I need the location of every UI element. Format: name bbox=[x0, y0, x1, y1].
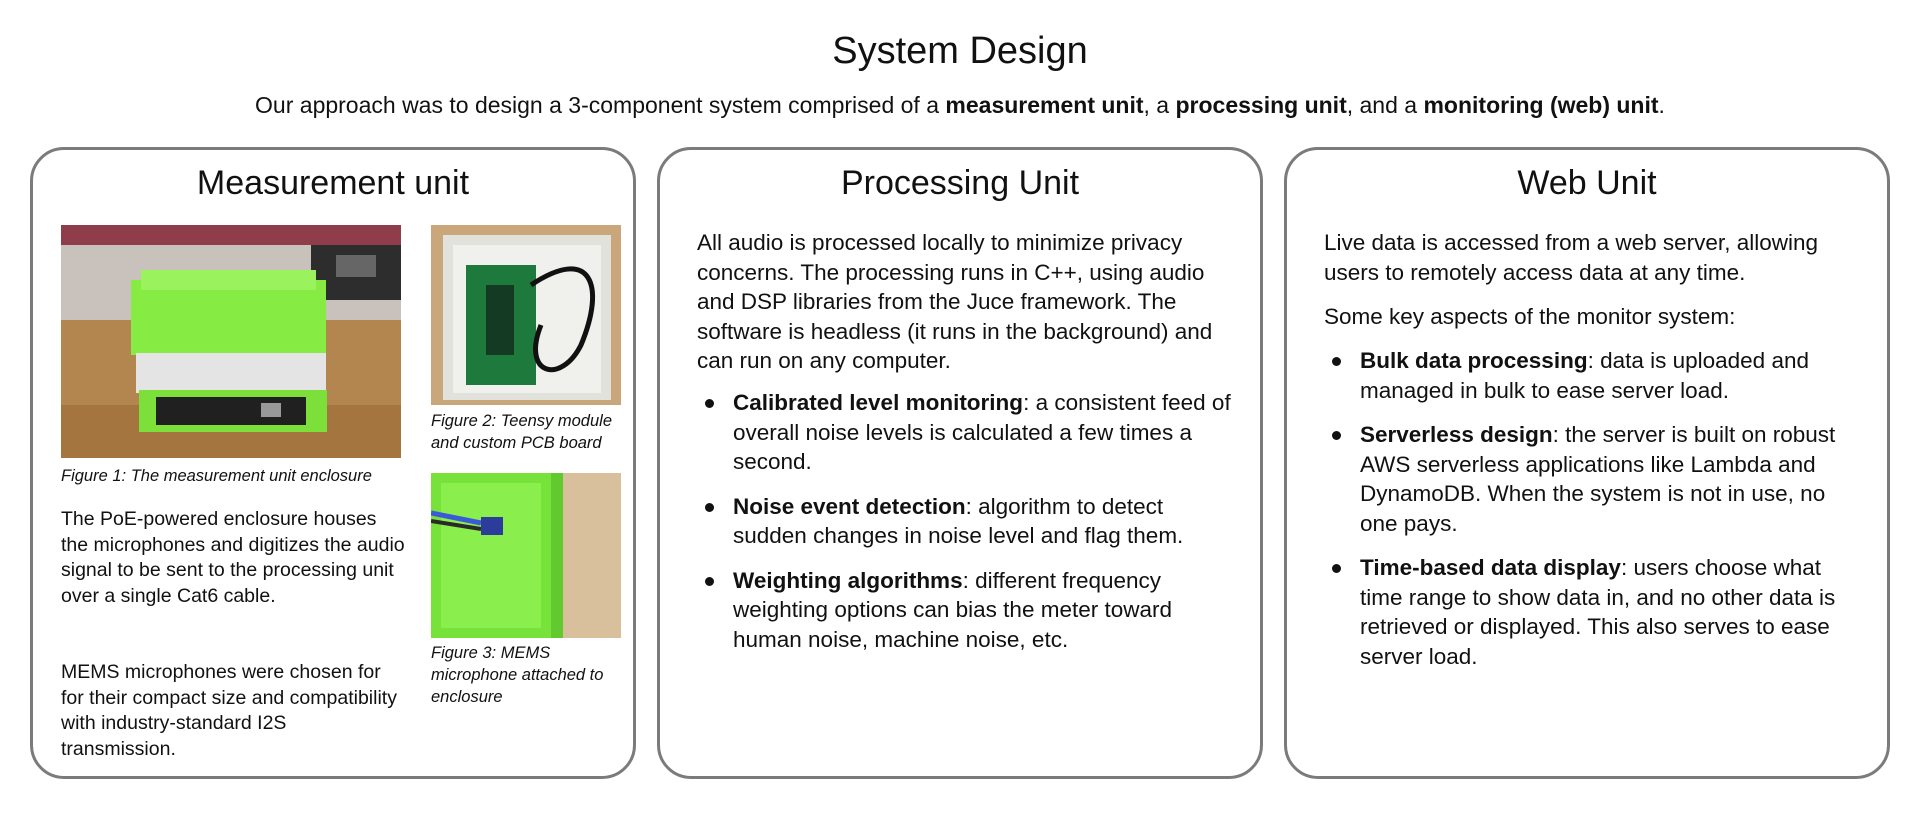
bullet-text: : different frequency weighting options … bbox=[733, 567, 1173, 652]
figure-1-caption: Figure 1: The measurement unit enclosure bbox=[61, 467, 372, 485]
figure-3-caption: Figure 3: MEMS microphone attached to en… bbox=[431, 644, 604, 706]
bullet-dot bbox=[1332, 431, 1341, 440]
bullet-dot bbox=[705, 502, 714, 512]
bullet-dot bbox=[705, 576, 714, 586]
list-item: Serverless design: the server is built o… bbox=[1324, 420, 1864, 538]
figure-2-caption: Figure 2: Teensy module and custom PCB b… bbox=[431, 412, 612, 452]
figure-2-teensy-photo bbox=[431, 225, 621, 405]
subtitle-separator: , and a bbox=[1346, 92, 1424, 118]
measurement-unit-panel: Measurement unit Figure 1: The measureme… bbox=[30, 147, 636, 779]
bullet-dot bbox=[1332, 564, 1341, 573]
enclosure-description: The PoE-powered enclosure houses the mic… bbox=[61, 508, 405, 607]
list-item: Bulk data processing: data is uploaded a… bbox=[1324, 346, 1864, 405]
bullet-dot bbox=[1332, 357, 1341, 366]
web-unit-panel: Web Unit Live data is accessed from a we… bbox=[1284, 147, 1890, 779]
bullet-term: Calibrated level monitoring bbox=[733, 390, 1024, 415]
subtitle-term-measurement: measurement unit bbox=[945, 92, 1144, 118]
subtitle-separator: , a bbox=[1143, 92, 1176, 118]
subtitle-term-processing: processing unit bbox=[1175, 92, 1347, 118]
processing-unit-panel: Processing Unit All audio is processed l… bbox=[657, 147, 1263, 779]
subtitle-intro: Our approach was to design a 3-component… bbox=[255, 92, 946, 118]
bullet-text: : data is uploaded and managed in bulk t… bbox=[1360, 348, 1809, 403]
list-item: Weighting algorithms: different frequenc… bbox=[697, 566, 1237, 655]
bullet-dot bbox=[705, 399, 714, 408]
web-bullet-list: Bulk data processing: data is uploaded a… bbox=[1324, 346, 1864, 686]
bullet-term: Serverless design bbox=[1360, 422, 1553, 447]
bullet-text: : the server is built on robust AWS serv… bbox=[1360, 422, 1836, 536]
processing-bullet-list: Calibrated level monitoring: a consisten… bbox=[697, 388, 1237, 669]
list-item: Time-based data display: users choose wh… bbox=[1324, 553, 1864, 671]
mems-description: MEMS microphones were chosen for for the… bbox=[61, 661, 397, 760]
bullet-term: Noise event detection bbox=[733, 493, 966, 519]
measurement-unit-title: Measurement unit bbox=[196, 164, 470, 202]
bullet-term: Bulk data processing bbox=[1360, 348, 1588, 373]
figure-1-enclosure-photo bbox=[61, 225, 401, 458]
bullet-term: Weighting algorithms bbox=[733, 567, 963, 593]
web-unit-title: Web Unit bbox=[1517, 164, 1657, 202]
subtitle-term-monitoring: monitoring (web) unit bbox=[1423, 92, 1659, 118]
list-item: Calibrated level monitoring: a consisten… bbox=[697, 388, 1237, 477]
figure-3-mems-photo bbox=[431, 473, 621, 638]
web-aspects-lead: Some key aspects of the monitor system: bbox=[1324, 304, 1736, 329]
subtitle-end: . bbox=[1658, 92, 1665, 118]
bullet-term: Time-based data display bbox=[1360, 555, 1621, 580]
bullet-text: : algorithm to detect sudden changes in … bbox=[733, 493, 1184, 549]
processing-intro: All audio is processed locally to minimi… bbox=[697, 230, 1213, 373]
processing-unit-title: Processing Unit bbox=[840, 164, 1080, 202]
web-intro: Live data is accessed from a web server,… bbox=[1324, 230, 1818, 285]
page-title: System Design bbox=[832, 30, 1088, 72]
bullet-text: : a consistent feed of overall noise lev… bbox=[733, 390, 1231, 474]
bullet-text: : users choose what time range to show d… bbox=[1360, 555, 1836, 669]
page-subtitle: Our approach was to design a 3-component… bbox=[0, 92, 1920, 119]
list-item: Noise event detection: algorithm to dete… bbox=[697, 492, 1237, 551]
